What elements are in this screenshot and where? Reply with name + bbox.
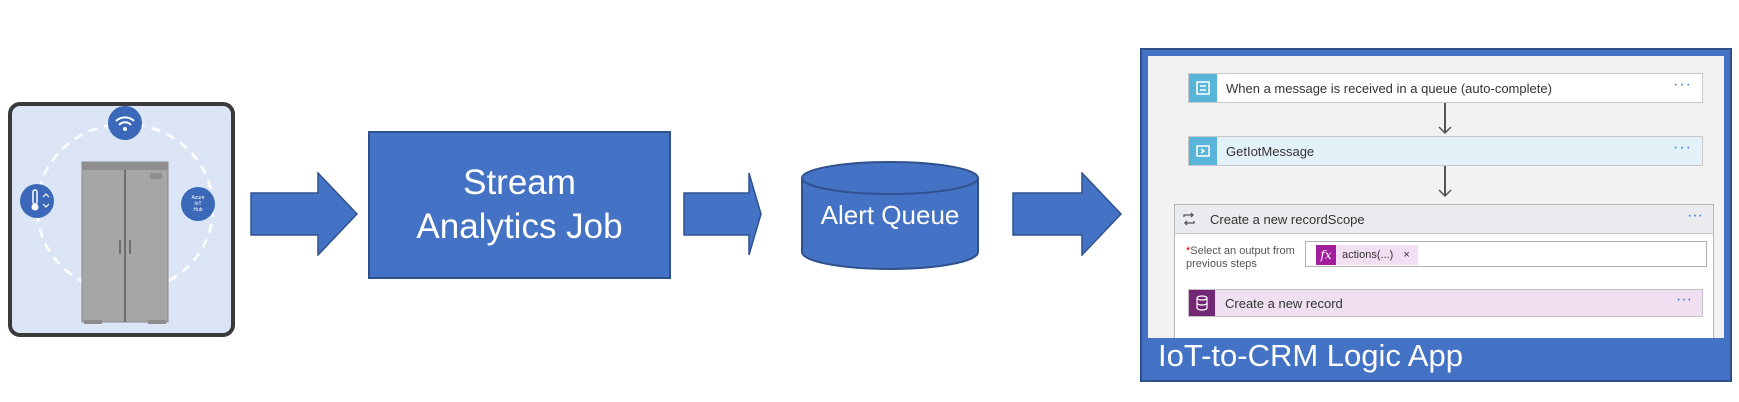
connector-2-arrowhead	[1438, 189, 1452, 198]
get-iot-message-label: GetIotMessage	[1226, 144, 1315, 159]
actions-token[interactable]: fx actions(...) ×	[1316, 245, 1418, 265]
fx-icon: fx	[1316, 245, 1336, 265]
remove-token-button[interactable]: ×	[1403, 249, 1410, 261]
select-output-field[interactable]: fx actions(...) ×	[1305, 241, 1707, 267]
record-scope-menu[interactable]: ···	[1687, 207, 1703, 224]
stream-analytics-job-label: Stream Analytics Job	[416, 163, 623, 246]
loop-icon	[1183, 212, 1195, 226]
service-bus-trigger-icon	[1189, 74, 1217, 102]
logic-app-designer: When a message is received in a queue (a…	[1148, 56, 1724, 338]
thermometer-icon	[20, 184, 54, 218]
create-record-label: Create a new record	[1225, 296, 1343, 311]
required-mark: *	[1186, 245, 1191, 257]
select-output-text: Select an output from previous steps	[1186, 245, 1295, 270]
trigger-step[interactable]: When a message is received in a queue (a…	[1188, 73, 1703, 103]
flow-arrow-2	[683, 172, 762, 256]
get-iot-message-menu[interactable]: ···	[1673, 139, 1692, 156]
record-scope-header[interactable]: Create a new recordScope ···	[1175, 205, 1713, 234]
trigger-step-label: When a message is received in a queue (a…	[1226, 81, 1552, 96]
database-icon	[1189, 290, 1215, 316]
flow-arrow-1	[250, 172, 359, 256]
trigger-step-menu[interactable]: ···	[1673, 76, 1692, 93]
stream-analytics-job-box: Stream Analytics Job	[368, 131, 671, 279]
hub-label-line-3: Hub	[193, 207, 202, 213]
get-iot-message-step[interactable]: GetIotMessage ···	[1188, 136, 1703, 166]
logic-app-frame: When a message is received in a queue (a…	[1140, 48, 1732, 382]
refrigerator-icon	[81, 161, 169, 324]
record-scope-label: Create a new recordScope	[1210, 212, 1365, 227]
logic-app-title: IoT-to-CRM Logic App	[1158, 338, 1463, 373]
iot-device-card: Azure IoT Hub	[8, 102, 235, 337]
connector-1	[1444, 103, 1446, 133]
wifi-icon	[108, 106, 142, 140]
alert-queue-cylinder: Alert Queue	[800, 160, 980, 272]
alert-queue-label: Alert Queue	[820, 200, 960, 230]
azure-iot-hub-icon: Azure IoT Hub	[181, 187, 215, 221]
create-record-menu[interactable]: ···	[1676, 291, 1692, 308]
hub-label-line-2: IoT	[194, 201, 201, 207]
create-record-step[interactable]: Create a new record ···	[1188, 289, 1703, 317]
record-scope[interactable]: Create a new recordScope ··· *Select an …	[1174, 204, 1714, 338]
hub-label-line-1: Azure	[191, 195, 204, 201]
actions-token-label: actions(...)	[1342, 249, 1394, 261]
connector-1-arrowhead	[1438, 126, 1452, 135]
compose-icon	[1189, 137, 1217, 165]
flow-arrow-3	[1012, 172, 1123, 256]
select-output-label: *Select an output from previous steps	[1186, 245, 1306, 271]
connector-2	[1444, 166, 1446, 196]
